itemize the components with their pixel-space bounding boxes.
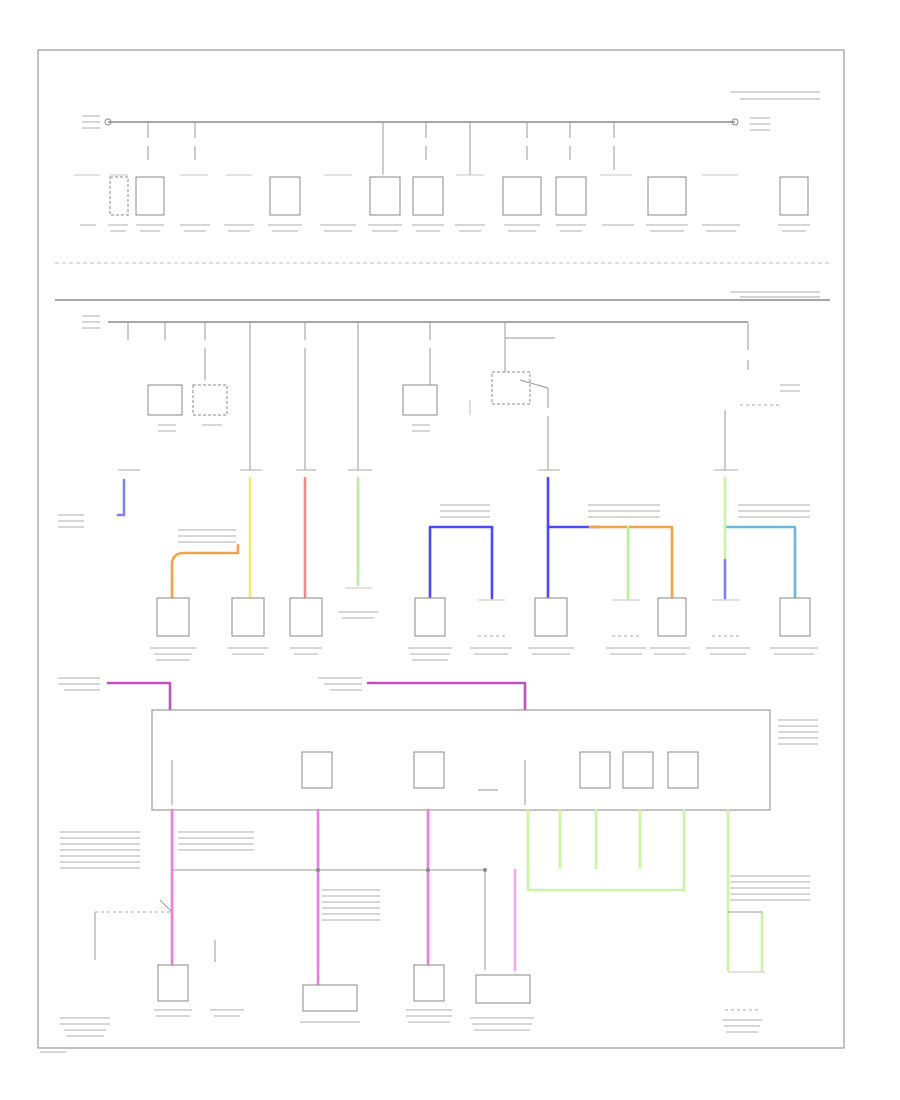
component-box-1	[156, 597, 190, 637]
top-component-box-4	[369, 176, 401, 216]
magenta-feed-left	[106, 681, 172, 712]
middle-fuse-bus-section	[58, 291, 820, 661]
power-distribution-module	[151, 709, 771, 811]
diagram-border	[37, 49, 845, 1049]
module-relay-2	[413, 751, 445, 789]
top-fuse-bus-section	[74, 91, 820, 232]
orange-wire-right	[588, 525, 674, 600]
module-relay-4	[622, 751, 654, 789]
component-box-5	[534, 597, 568, 637]
module-relay-3	[579, 751, 611, 789]
module-relay-5	[667, 751, 699, 789]
bottom-colored-wires	[170, 808, 764, 987]
blue-wire-left	[116, 478, 126, 517]
component-box-4	[414, 597, 446, 637]
bottom-component-4	[475, 974, 531, 1004]
top-component-box-1	[109, 176, 129, 216]
top-component-box-6	[502, 176, 542, 216]
component-box-7	[779, 597, 811, 637]
middle-relay-box-1	[147, 384, 183, 416]
top-label-placeholders	[80, 91, 820, 232]
orange-wire	[170, 543, 240, 600]
bottom-component-1	[157, 964, 189, 1002]
bottom-component-2	[302, 984, 358, 1012]
top-component-box-7	[555, 176, 587, 216]
module-relay-1	[301, 751, 333, 789]
relay-switch	[469, 371, 549, 470]
top-component-box-8	[647, 176, 687, 216]
component-box-3	[289, 597, 323, 637]
middle-relay-box-2	[192, 384, 228, 416]
component-box-2	[231, 597, 265, 637]
teal-wire	[723, 525, 797, 600]
top-component-box-2	[135, 176, 165, 216]
middle-relay-box-3	[402, 384, 438, 416]
bottom-component-3	[413, 964, 445, 1002]
component-box-6	[657, 597, 687, 637]
top-fuse-drops	[147, 122, 615, 175]
blue-wire-a	[428, 525, 494, 600]
middle-fuse-drops	[127, 322, 749, 470]
magenta-feed-right	[366, 681, 527, 712]
top-component-box-9	[779, 176, 809, 216]
bottom-module-section	[40, 677, 818, 1053]
light-green-wire-a	[526, 808, 686, 892]
middle-colored-wires	[116, 476, 797, 600]
middle-label-placeholders	[58, 291, 820, 661]
top-component-box-5	[412, 176, 444, 216]
top-component-box-3	[269, 176, 301, 216]
bottom-label-placeholders	[40, 677, 818, 1053]
